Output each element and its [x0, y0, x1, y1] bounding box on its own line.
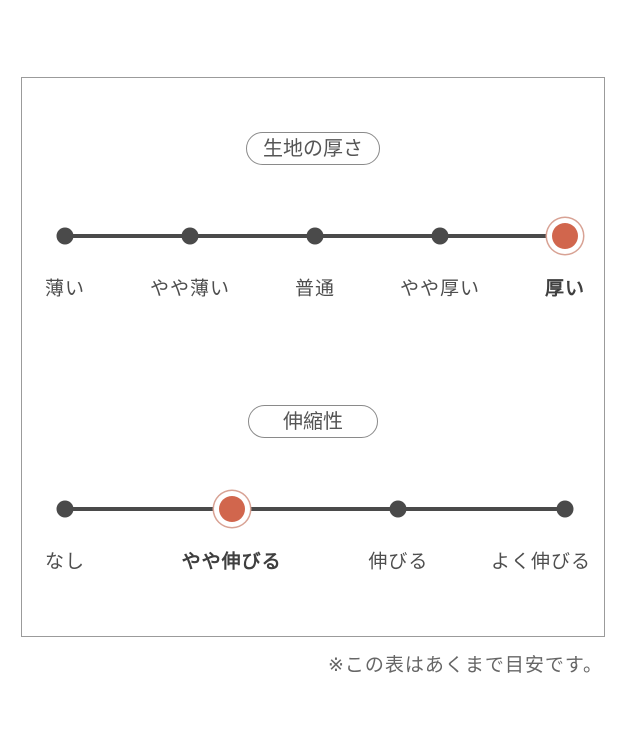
scale-section: 伸縮性 なし やや伸びる 伸びる よく伸びる	[22, 405, 604, 605]
spec-panel: 生地の厚さ 薄い やや薄い 普通 やや厚い 厚い 伸縮性 なし やや伸びる 伸びる よく伸びる	[21, 77, 605, 637]
scale-dot	[556, 500, 574, 518]
scale-option-label: 厚い	[544, 278, 586, 300]
disclaimer-note: ※この表はあくまで目安です。	[327, 655, 603, 676]
scale-dot	[56, 500, 74, 518]
scale-title: 伸縮性	[283, 411, 343, 433]
scale-dot	[306, 227, 324, 245]
track-line	[65, 507, 565, 511]
scale-title: 生地の厚さ	[263, 138, 363, 160]
scale-option-label: 薄い	[44, 278, 86, 300]
scale-dot	[389, 500, 407, 518]
scale-title-pill: 生地の厚さ	[246, 132, 380, 165]
scale-option-label: やや厚い	[399, 278, 481, 300]
scale-dot	[181, 227, 199, 245]
scale-option-label: なし	[44, 551, 86, 573]
scale-option-label: やや伸びる	[181, 551, 282, 573]
scale-track	[56, 489, 574, 529]
scale-dot-selected	[552, 223, 578, 249]
scale-dot	[431, 227, 449, 245]
scale-option-label: よく伸びる	[490, 551, 592, 573]
scale-option-label: やや薄い	[149, 278, 231, 300]
scale-title-pill: 伸縮性	[248, 405, 378, 438]
scale-dot-selected	[218, 496, 245, 522]
scale-track	[56, 216, 578, 256]
scale-section: 生地の厚さ 薄い やや薄い 普通 やや厚い 厚い	[22, 132, 604, 332]
scale-dot	[56, 227, 74, 245]
scale-option-label: 普通	[294, 278, 336, 300]
scale-option-label: 伸びる	[368, 551, 429, 573]
